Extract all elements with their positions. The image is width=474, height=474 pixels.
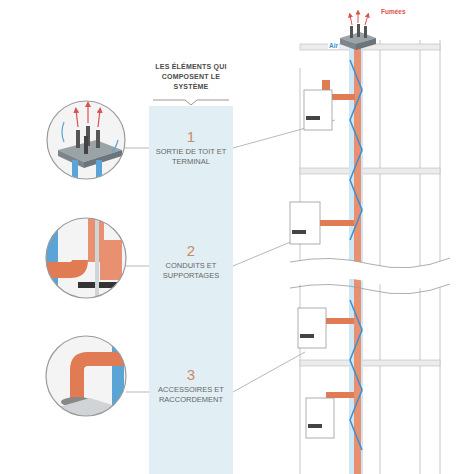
heading: LES ÉLÉMENTS QUI COMPOSENT LE SYSTÈME xyxy=(150,62,232,92)
item-label: SORTIE DE TOIT ET TERMINAL xyxy=(150,147,232,167)
item-box: 1SORTIE DE TOIT ET TERMINAL xyxy=(150,128,232,167)
flow-label: Fumées xyxy=(380,8,407,15)
item-label: CONDUITS ET SUPPORTAGES xyxy=(150,261,232,281)
item-label: ACCESSOIRES ET RACCORDEMENT xyxy=(150,385,232,405)
item-box: 3ACCESSOIRES ET RACCORDEMENT xyxy=(150,366,232,405)
item-box: 2CONDUITS ET SUPPORTAGES xyxy=(150,242,232,281)
flow-label: Air xyxy=(328,42,339,49)
callout-number: 2 xyxy=(150,242,232,259)
callout-number: 1 xyxy=(150,128,232,145)
callout-number: 3 xyxy=(150,366,232,383)
